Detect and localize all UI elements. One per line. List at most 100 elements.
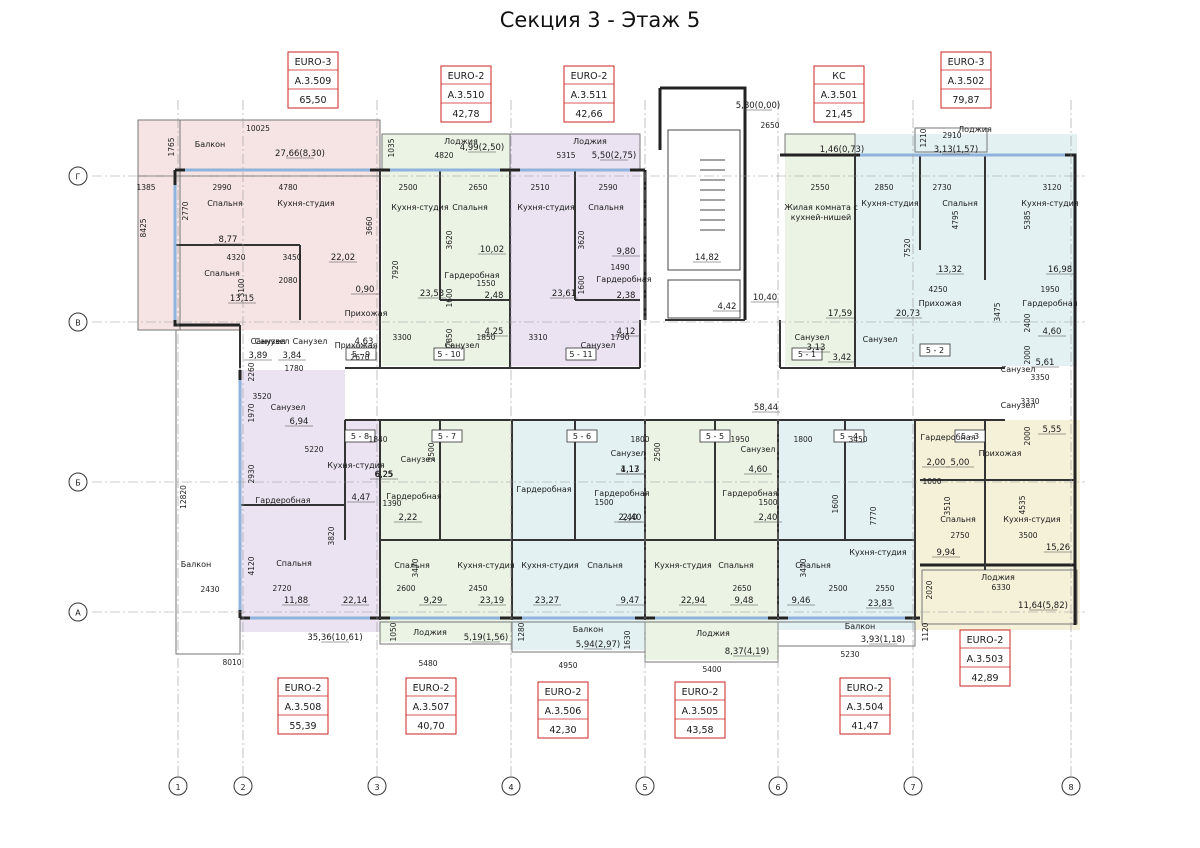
room-label: Санузел bbox=[581, 341, 616, 350]
room-label: Гардеробная bbox=[920, 433, 975, 442]
stair-well bbox=[667, 129, 741, 271]
room-label: Кухня-студия bbox=[1021, 199, 1079, 208]
dimension-label: 2670 bbox=[350, 353, 369, 362]
axis-label-col: 1 bbox=[175, 783, 180, 792]
apartment-code: А.3.503 bbox=[967, 654, 1004, 665]
unit-mark-frame bbox=[345, 347, 377, 361]
room-area: 5,19(1,56) bbox=[464, 633, 508, 643]
dimension-label: 1490 bbox=[610, 263, 629, 272]
room-label: Спальня bbox=[452, 203, 488, 212]
dimension-label: 3620 bbox=[445, 230, 454, 249]
room-area: 16,98 bbox=[1048, 265, 1072, 275]
axis-bubble-col bbox=[768, 776, 788, 796]
room-area: 22,94 bbox=[681, 596, 705, 606]
apartment-code: А.3.507 bbox=[413, 702, 450, 713]
dimension-label: 2730 bbox=[932, 183, 951, 192]
room-label: Кухня-студия bbox=[517, 203, 575, 212]
wall-split-4 bbox=[509, 170, 513, 620]
zone-apt-509 bbox=[138, 120, 380, 330]
apartment-area: 43,58 bbox=[686, 725, 713, 736]
axis-bubble-col bbox=[635, 776, 655, 796]
unit-mark-frame bbox=[699, 429, 731, 443]
apartment-type: КС bbox=[832, 71, 846, 82]
zone-apt-502 bbox=[855, 134, 1077, 366]
dimension-label: 2650 bbox=[732, 584, 751, 593]
unit-mark: 5 - 6 bbox=[573, 432, 591, 441]
room-label: Спальня bbox=[587, 561, 623, 570]
room-label: Спальня bbox=[204, 269, 240, 278]
dimension-label: 2850 bbox=[445, 328, 454, 347]
apartment-area: 42,89 bbox=[971, 673, 998, 684]
room-area: 17,59 bbox=[828, 309, 852, 319]
axis-label-col: 4 bbox=[508, 783, 513, 792]
dimension-label: 2500 bbox=[653, 442, 662, 461]
room-label: Кухня-студия bbox=[1003, 515, 1061, 524]
unit-mark-frame bbox=[954, 429, 986, 443]
dimension-label: 6,25 bbox=[376, 470, 393, 479]
balcony-509-side bbox=[137, 119, 181, 331]
room-label: Балкон bbox=[573, 625, 603, 634]
room-area: 1,17 bbox=[621, 465, 640, 475]
room-label: Кухня-студия bbox=[654, 561, 712, 570]
room-label: Санузел bbox=[271, 403, 306, 412]
room-label: Кухня-студия bbox=[391, 203, 449, 212]
room-area: 4,60 bbox=[749, 465, 768, 475]
room-area: 23,61 bbox=[552, 289, 576, 299]
room-area: 2,38 bbox=[617, 291, 636, 301]
dimension-label: 2590 bbox=[598, 183, 617, 192]
room-label: Гардеробная bbox=[255, 496, 310, 505]
room-label: Гардеробная bbox=[444, 271, 499, 280]
room-area: 2,22 bbox=[399, 513, 418, 523]
apartment-tag-frame bbox=[405, 677, 457, 735]
room-area: 9,29 bbox=[424, 596, 443, 606]
room-label: Спальня bbox=[394, 561, 430, 570]
dimension-label: 1600 bbox=[577, 275, 586, 294]
dimension-label: 10025 bbox=[246, 124, 270, 133]
dimension-label: 3470 bbox=[799, 558, 808, 577]
room-area: 2,00 bbox=[927, 458, 946, 468]
axis-bubble-col bbox=[367, 776, 387, 796]
room-label: Спальня bbox=[795, 561, 831, 570]
room-label: Кухня-студия bbox=[521, 561, 579, 570]
apartment-code: А.3.508 bbox=[285, 702, 322, 713]
room-label: Прихожая bbox=[345, 309, 388, 318]
room-label: Санузел bbox=[863, 335, 898, 344]
room-area: 5,61 bbox=[1036, 358, 1055, 368]
dimension-label: 2770 bbox=[181, 201, 190, 220]
unit-mark: 5 - 2 bbox=[926, 346, 944, 355]
room-label: Спальня bbox=[718, 561, 754, 570]
room-label: Спальня bbox=[588, 203, 624, 212]
dimension-label: 2600 bbox=[396, 584, 415, 593]
dimension-label: 1765 bbox=[167, 137, 176, 156]
room-area: 1,46(0,73) bbox=[820, 145, 864, 155]
dimension-label: 2720 bbox=[272, 584, 291, 593]
dimension-label: 1390 bbox=[382, 499, 401, 508]
dimension-label: 2260 bbox=[247, 362, 256, 381]
room-area: 5,00 bbox=[951, 458, 970, 468]
room-area: 8,37(4,19) bbox=[725, 647, 769, 657]
room-area: 6,94 bbox=[290, 417, 309, 427]
room-area: 22,02 bbox=[331, 253, 355, 263]
axis-label-row: Г bbox=[76, 173, 81, 182]
room-area: 5,94(2,97) bbox=[576, 640, 620, 650]
room-label: Санузел bbox=[445, 341, 480, 350]
room-label: Санузел bbox=[293, 337, 328, 346]
zone-apt-510 bbox=[382, 134, 510, 366]
dimension-label: 2990 bbox=[212, 183, 231, 192]
dimension-label: 3820 bbox=[327, 526, 336, 545]
room-area: 35,36(10,61) bbox=[307, 633, 362, 643]
apartment-area: 55,39 bbox=[289, 721, 316, 732]
room-label: Кухня-студия bbox=[457, 561, 515, 570]
apartment-code: А.3.504 bbox=[847, 702, 884, 713]
staircase bbox=[667, 129, 741, 319]
room-area: 9,48 bbox=[735, 596, 754, 606]
axis-label-col: 6 bbox=[775, 783, 780, 792]
room-area: 4,13 bbox=[621, 465, 640, 475]
